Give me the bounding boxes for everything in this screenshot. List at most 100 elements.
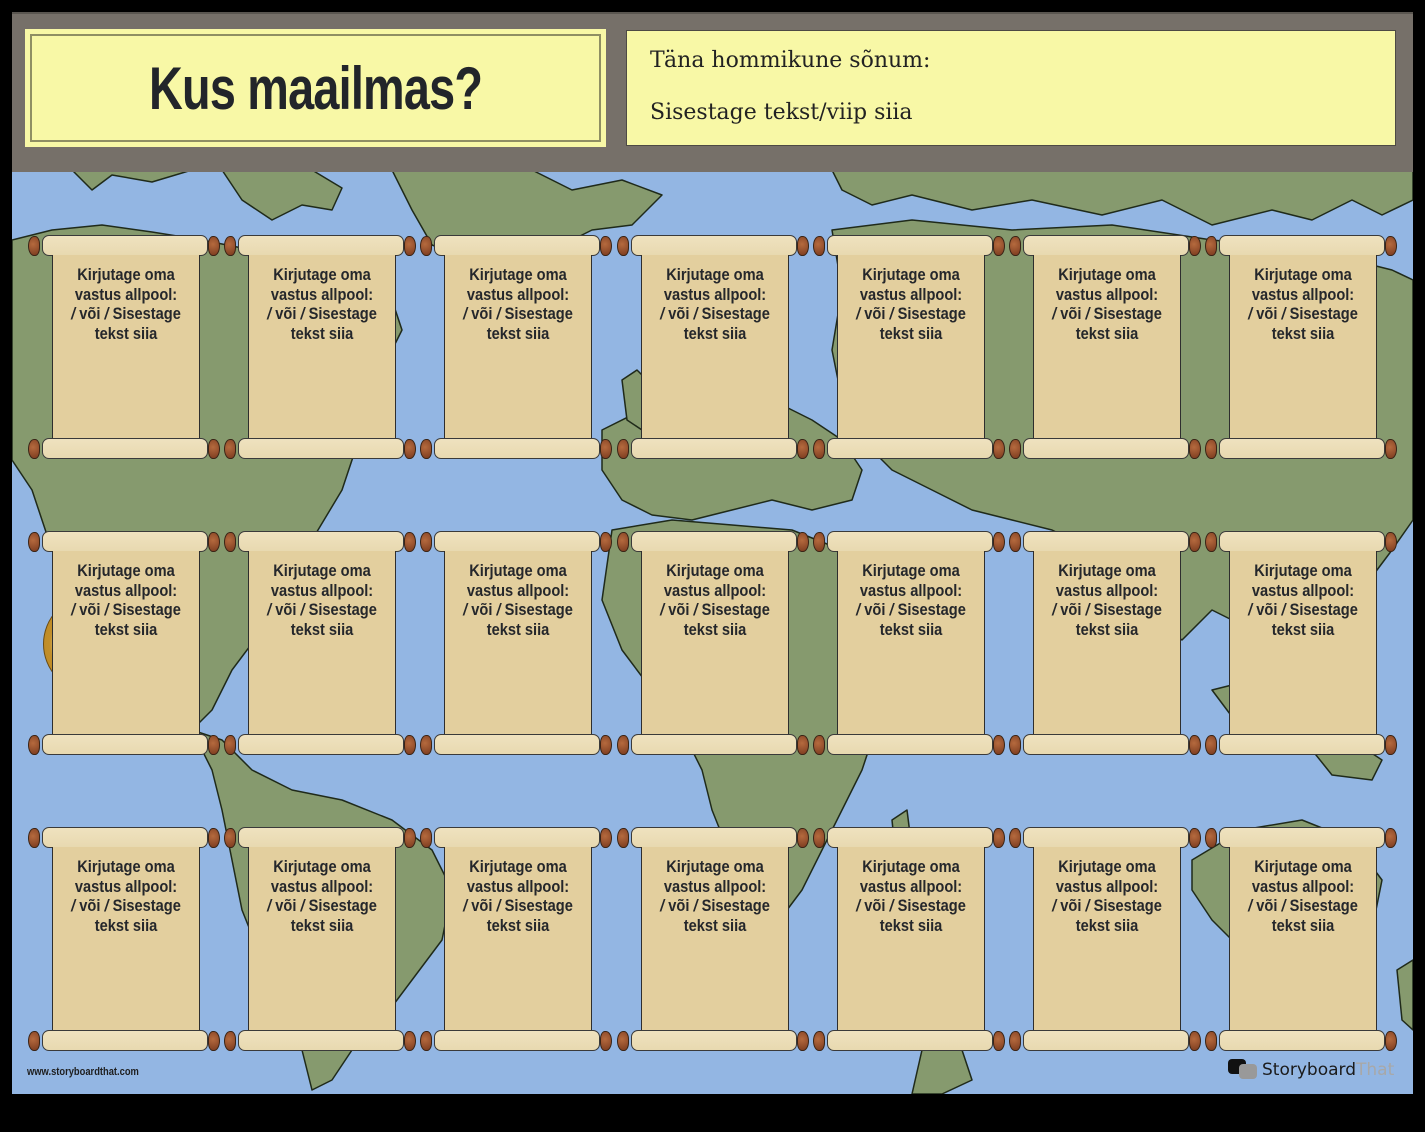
answer-scroll-r3-c2[interactable]: Kirjutage oma vastus allpool: / või / Si…: [222, 827, 418, 1051]
scroll-paper[interactable]: Kirjutage oma vastus allpool: / või / Si…: [248, 255, 396, 439]
scroll-prompt[interactable]: Kirjutage oma vastus allpool: / või / Si…: [63, 857, 189, 935]
scroll-prompt[interactable]: Kirjutage oma vastus allpool: / või / Si…: [652, 561, 778, 639]
prompt-or: või: [75, 896, 105, 915]
answer-scroll-r3-c5[interactable]: Kirjutage oma vastus allpool: / või / Si…: [811, 827, 1007, 1051]
answer-scroll-r1-c4[interactable]: Kirjutage oma vastus allpool: / või / Si…: [615, 235, 811, 459]
scroll-paper[interactable]: Kirjutage oma vastus allpool: / või / Si…: [641, 551, 789, 735]
answer-scroll-r2-c4[interactable]: Kirjutage oma vastus allpool: / või / Si…: [615, 531, 811, 755]
prompt-line-1: Kirjutage oma: [862, 561, 960, 580]
scroll-prompt[interactable]: Kirjutage oma vastus allpool: / või / Si…: [259, 265, 385, 343]
scroll-prompt[interactable]: Kirjutage oma vastus allpool: / või / Si…: [63, 561, 189, 639]
answer-scroll-r2-c6[interactable]: Kirjutage oma vastus allpool: / või / Si…: [1007, 531, 1203, 755]
prompt-line-1: Kirjutage oma: [862, 265, 960, 284]
scroll-prompt[interactable]: Kirjutage oma vastus allpool: / või / Si…: [455, 857, 581, 935]
prompt-line-3: / või / Sisestage: [1240, 896, 1366, 916]
answer-scroll-r3-c6[interactable]: Kirjutage oma vastus allpool: / või / Si…: [1007, 827, 1203, 1051]
scroll-prompt[interactable]: Kirjutage oma vastus allpool: / või / Si…: [1044, 561, 1170, 639]
scroll-prompt[interactable]: Kirjutage oma vastus allpool: / või / Si…: [1240, 265, 1366, 343]
slash-1: /: [71, 600, 76, 619]
answer-scroll-r2-c7[interactable]: Kirjutage oma vastus allpool: / või / Si…: [1203, 531, 1399, 755]
scroll-top-roller: [238, 827, 404, 848]
answer-scroll-r2-c2[interactable]: Kirjutage oma vastus allpool: / või / Si…: [222, 531, 418, 755]
scroll-prompt[interactable]: Kirjutage oma vastus allpool: / või / Si…: [259, 857, 385, 935]
scroll-bottom-roller: [42, 438, 208, 459]
prompt-line-1: Kirjutage oma: [1058, 561, 1156, 580]
scroll-prompt[interactable]: Kirjutage oma vastus allpool: / või / Si…: [1044, 265, 1170, 343]
scroll-paper[interactable]: Kirjutage oma vastus allpool: / või / Si…: [52, 551, 200, 735]
answer-scroll-r1-c2[interactable]: Kirjutage oma vastus allpool: / või / Si…: [222, 235, 418, 459]
scroll-prompt[interactable]: Kirjutage oma vastus allpool: / või / Si…: [455, 265, 581, 343]
answer-scroll-r3-c4[interactable]: Kirjutage oma vastus allpool: / või / Si…: [615, 827, 811, 1051]
message-input[interactable]: Sisestage tekst/viip siia: [650, 100, 913, 125]
scroll-prompt[interactable]: Kirjutage oma vastus allpool: / või / Si…: [455, 561, 581, 639]
roller-knob-icon: [1385, 235, 1397, 256]
roller-knob-icon: [617, 531, 629, 552]
prompt-enter: Sisestage: [108, 896, 181, 915]
logo-text: StoryboardThat: [1262, 1060, 1394, 1080]
slash-1: /: [660, 896, 665, 915]
slash-1: /: [267, 896, 272, 915]
roller-knob-icon: [224, 734, 236, 755]
roller-knob-icon: [1205, 531, 1217, 552]
answer-scroll-r2-c3[interactable]: Kirjutage oma vastus allpool: / või / Si…: [418, 531, 614, 755]
scroll-prompt[interactable]: Kirjutage oma vastus allpool: / või / Si…: [652, 857, 778, 935]
roller-knob-icon: [1189, 438, 1201, 459]
scroll-paper[interactable]: Kirjutage oma vastus allpool: / või / Si…: [1229, 847, 1377, 1031]
roller-knob-icon: [224, 531, 236, 552]
scroll-paper[interactable]: Kirjutage oma vastus allpool: / või / Si…: [52, 847, 200, 1031]
scroll-prompt[interactable]: Kirjutage oma vastus allpool: / või / Si…: [1044, 857, 1170, 935]
answer-scroll-r1-c7[interactable]: Kirjutage oma vastus allpool: / või / Si…: [1203, 235, 1399, 459]
scroll-paper[interactable]: Kirjutage oma vastus allpool: / või / Si…: [1033, 551, 1181, 735]
scroll-top-roller: [238, 235, 404, 256]
prompt-or: või: [1056, 896, 1086, 915]
answer-scroll-r1-c1[interactable]: Kirjutage oma vastus allpool: / või / Si…: [26, 235, 222, 459]
scroll-paper[interactable]: Kirjutage oma vastus allpool: / või / Si…: [1229, 255, 1377, 439]
scroll-prompt[interactable]: Kirjutage oma vastus allpool: / või / Si…: [1240, 857, 1366, 935]
slash-1: /: [1052, 896, 1057, 915]
answer-scroll-r2-c1[interactable]: Kirjutage oma vastus allpool: / või / Si…: [26, 531, 222, 755]
answer-scroll-r3-c3[interactable]: Kirjutage oma vastus allpool: / või / Si…: [418, 827, 614, 1051]
scroll-prompt[interactable]: Kirjutage oma vastus allpool: / või / Si…: [1240, 561, 1366, 639]
answer-scroll-r1-c5[interactable]: Kirjutage oma vastus allpool: / või / Si…: [811, 235, 1007, 459]
morning-message-box[interactable]: Täna hommikune sõnum: Sisestage tekst/vi…: [626, 30, 1396, 146]
scroll-paper[interactable]: Kirjutage oma vastus allpool: / või / Si…: [1033, 847, 1181, 1031]
scroll-paper[interactable]: Kirjutage oma vastus allpool: / või / Si…: [837, 255, 985, 439]
scroll-prompt[interactable]: Kirjutage oma vastus allpool: / või / Si…: [848, 857, 974, 935]
answer-scroll-r3-c1[interactable]: Kirjutage oma vastus allpool: / või / Si…: [26, 827, 222, 1051]
scroll-prompt[interactable]: Kirjutage oma vastus allpool: / või / Si…: [63, 265, 189, 343]
prompt-or: või: [271, 600, 301, 619]
prompt-enter: Sisestage: [697, 896, 770, 915]
footer-url[interactable]: www.storyboardthat.com: [27, 1066, 139, 1078]
scroll-prompt[interactable]: Kirjutage oma vastus allpool: / või / Si…: [848, 265, 974, 343]
prompt-line-4: tekst siia: [486, 915, 550, 935]
scroll-paper[interactable]: Kirjutage oma vastus allpool: / või / Si…: [52, 255, 200, 439]
prompt-line-3: / või / Sisestage: [1044, 600, 1170, 620]
scroll-top-roller: [1023, 827, 1189, 848]
scroll-paper[interactable]: Kirjutage oma vastus allpool: / või / Si…: [1229, 551, 1377, 735]
scroll-paper[interactable]: Kirjutage oma vastus allpool: / või / Si…: [444, 847, 592, 1031]
answer-scroll-r1-c6[interactable]: Kirjutage oma vastus allpool: / või / Si…: [1007, 235, 1203, 459]
scroll-paper[interactable]: Kirjutage oma vastus allpool: / või / Si…: [641, 847, 789, 1031]
scroll-bottom-roller: [1023, 1030, 1189, 1051]
scroll-prompt[interactable]: Kirjutage oma vastus allpool: / või / Si…: [259, 561, 385, 639]
storyboardthat-logo[interactable]: StoryboardThat: [1228, 1056, 1394, 1084]
scroll-paper[interactable]: Kirjutage oma vastus allpool: / või / Si…: [1033, 255, 1181, 439]
prompt-line-2: vastus allpool:: [74, 876, 178, 896]
roller-knob-icon: [797, 1030, 809, 1051]
scroll-paper[interactable]: Kirjutage oma vastus allpool: / või / Si…: [248, 847, 396, 1031]
roller-knob-icon: [1385, 531, 1397, 552]
answer-scroll-r2-c5[interactable]: Kirjutage oma vastus allpool: / või / Si…: [811, 531, 1007, 755]
scroll-paper[interactable]: Kirjutage oma vastus allpool: / või / Si…: [248, 551, 396, 735]
roller-knob-icon: [28, 235, 40, 256]
scroll-paper[interactable]: Kirjutage oma vastus allpool: / või / Si…: [837, 551, 985, 735]
scroll-prompt[interactable]: Kirjutage oma vastus allpool: / või / Si…: [652, 265, 778, 343]
answer-scroll-r1-c3[interactable]: Kirjutage oma vastus allpool: / või / Si…: [418, 235, 614, 459]
scroll-paper[interactable]: Kirjutage oma vastus allpool: / või / Si…: [837, 847, 985, 1031]
prompt-or: või: [664, 600, 694, 619]
roller-knob-icon: [420, 438, 432, 459]
scroll-paper[interactable]: Kirjutage oma vastus allpool: / või / Si…: [444, 255, 592, 439]
scroll-paper[interactable]: Kirjutage oma vastus allpool: / või / Si…: [641, 255, 789, 439]
scroll-paper[interactable]: Kirjutage oma vastus allpool: / või / Si…: [444, 551, 592, 735]
scroll-prompt[interactable]: Kirjutage oma vastus allpool: / või / Si…: [848, 561, 974, 639]
answer-scroll-r3-c7[interactable]: Kirjutage oma vastus allpool: / või / Si…: [1203, 827, 1399, 1051]
